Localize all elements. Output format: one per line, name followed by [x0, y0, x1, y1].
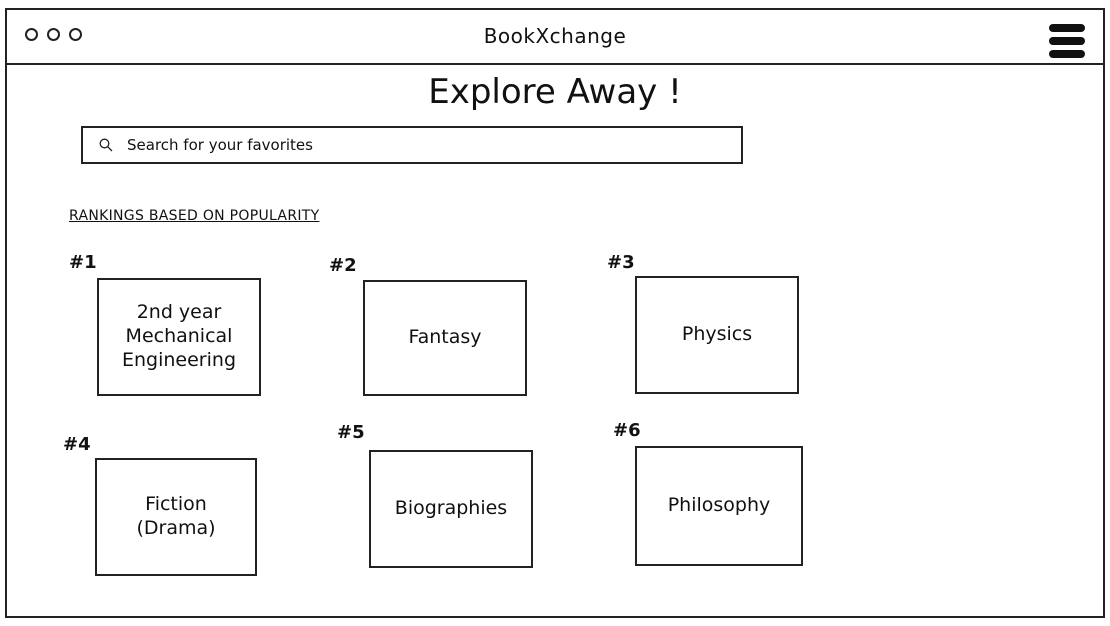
rank-label-2: #2: [329, 255, 357, 276]
rankings-heading: RANKINGS BASED ON POPULARITY: [69, 208, 320, 224]
category-card-label: Physics: [681, 323, 753, 346]
window-control-dot-3[interactable]: [69, 28, 82, 41]
category-card-label: Fiction (Drama): [136, 493, 216, 539]
category-card-2[interactable]: Fantasy: [363, 280, 527, 396]
window-control-dot-1[interactable]: [25, 28, 38, 41]
category-card-4[interactable]: Fiction (Drama): [95, 458, 257, 576]
category-card-label: 2nd year Mechanical Engineering: [122, 301, 236, 371]
category-card-5[interactable]: Biographies: [369, 450, 533, 568]
title-bar: BookXchange: [7, 10, 1103, 65]
category-card-3[interactable]: Physics: [635, 276, 799, 394]
category-card-6[interactable]: Philosophy: [635, 446, 803, 566]
search-bar[interactable]: [81, 126, 743, 164]
browser-window: BookXchange Explore Away ! RANKINGS BASE…: [5, 8, 1105, 618]
category-card-label: Philosophy: [667, 494, 771, 517]
rank-label-5: #5: [337, 422, 365, 443]
category-card-label: Fantasy: [408, 326, 482, 349]
hamburger-icon[interactable]: [1049, 24, 1085, 58]
rank-label-1: #1: [69, 252, 97, 273]
rank-label-6: #6: [613, 420, 641, 441]
app-title: BookXchange: [483, 24, 627, 48]
search-input[interactable]: [125, 135, 689, 155]
rank-label-3: #3: [607, 252, 635, 273]
category-card-1[interactable]: 2nd year Mechanical Engineering: [97, 278, 261, 396]
window-control-dot-2[interactable]: [47, 28, 60, 41]
category-card-label: Biographies: [394, 497, 508, 520]
rank-label-4: #4: [63, 434, 91, 455]
search-icon: [99, 138, 113, 152]
page-title: Explore Away !: [428, 72, 682, 112]
